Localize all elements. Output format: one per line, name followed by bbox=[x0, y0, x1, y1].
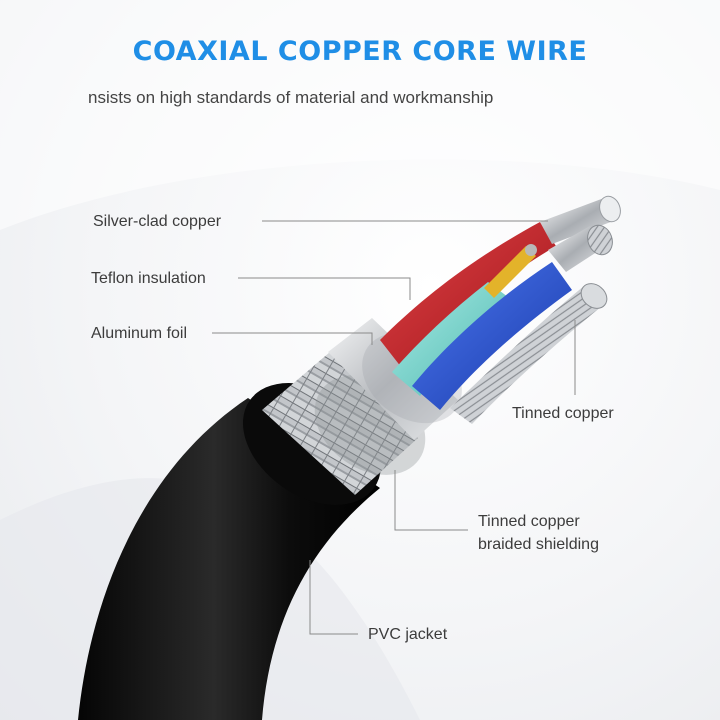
aqua-wire bbox=[392, 282, 512, 396]
page-subtitle: nsists on high standards of material and… bbox=[88, 88, 494, 107]
label-teflon-insulation: Teflon insulation bbox=[91, 270, 206, 287]
label-tinned-copper: Tinned copper bbox=[512, 405, 614, 422]
label-aluminum-foil: Aluminum foil bbox=[91, 325, 188, 342]
label-braided-shielding: Tinned copper braided shielding bbox=[478, 510, 599, 556]
aluminum-foil-shape bbox=[328, 318, 458, 440]
leader-braided bbox=[394, 470, 468, 531]
tinned-copper-strands bbox=[450, 286, 602, 424]
leader-pvc bbox=[309, 560, 358, 635]
gold-conductor bbox=[484, 246, 536, 298]
red-wire bbox=[380, 222, 556, 372]
leader-aluminum bbox=[212, 332, 373, 345]
silver-clad-conductor bbox=[540, 198, 616, 244]
label-silver-clad-copper: Silver-clad copper bbox=[93, 213, 222, 230]
braided-shield-shape bbox=[262, 352, 418, 495]
blue-wire bbox=[412, 262, 572, 410]
label-pvc-jacket: PVC jacket bbox=[368, 626, 448, 643]
callout-lines bbox=[212, 220, 576, 635]
label-braided-line1: Tinned copper bbox=[478, 513, 580, 530]
page-title: COAXIAL COPPER CORE WIRE bbox=[132, 36, 588, 67]
leader-teflon bbox=[238, 277, 411, 300]
label-braided-line2: braided shielding bbox=[478, 536, 599, 553]
